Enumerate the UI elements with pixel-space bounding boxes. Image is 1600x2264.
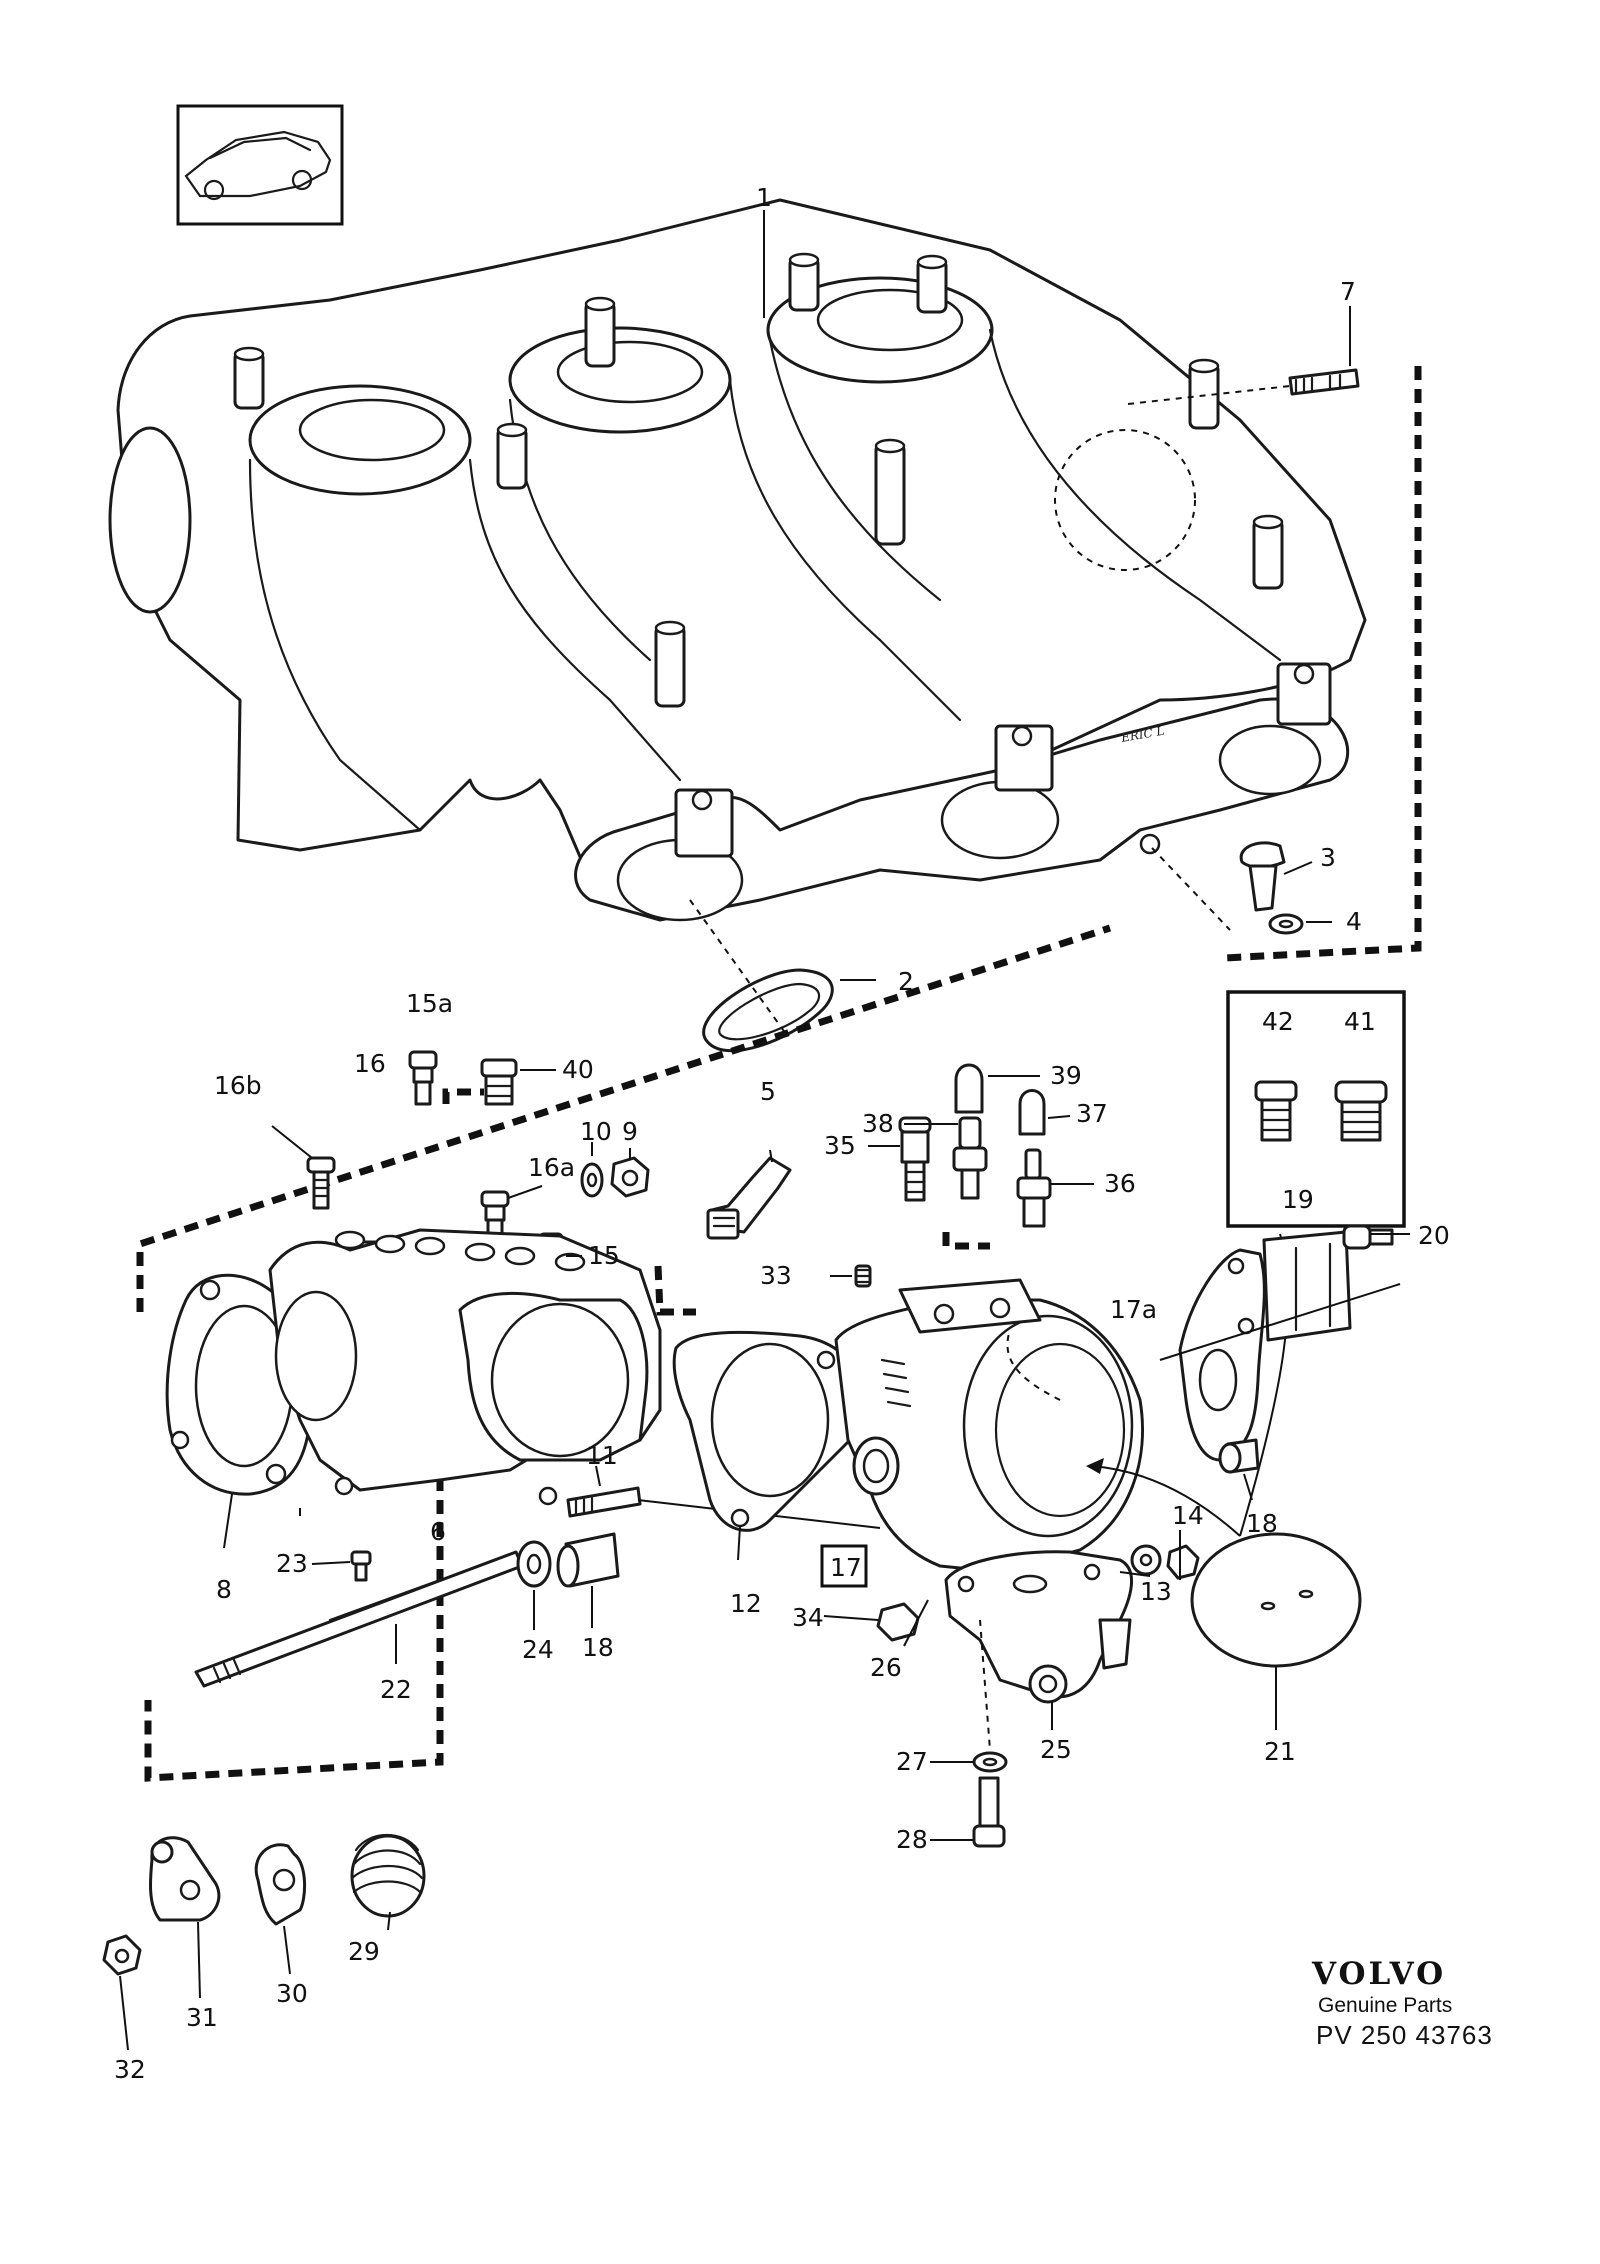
nut-14 xyxy=(1166,1544,1200,1580)
callout-5: 5 xyxy=(760,1077,776,1106)
boxed-callout-17 xyxy=(820,1544,868,1588)
callout-35: 35 xyxy=(824,1131,856,1160)
callout-33: 33 xyxy=(760,1261,792,1290)
callout-42: 42 xyxy=(1262,1007,1294,1036)
o-ring-2 xyxy=(689,899,834,1053)
bolt-28 xyxy=(972,1776,1006,1848)
bushing-18-left xyxy=(556,1532,620,1588)
callout-16b: 16b xyxy=(214,1071,262,1100)
callout-3: 3 xyxy=(1320,843,1336,872)
disc-21 xyxy=(1190,1532,1362,1668)
fitting-38 xyxy=(952,1116,988,1200)
callout-7: 7 xyxy=(1340,277,1356,306)
vehicle-thumbnail xyxy=(176,104,344,226)
boxed-group-plugs xyxy=(1226,990,1406,1228)
bushing-18-right xyxy=(1218,1438,1260,1474)
callout-19: 19 xyxy=(1282,1185,1314,1214)
cap-39 xyxy=(954,1063,984,1114)
callout-23: 23 xyxy=(276,1549,308,1578)
lever-assembly-25 xyxy=(944,1550,1134,1704)
throttle-housing-6 xyxy=(268,1228,662,1506)
washer-24 xyxy=(516,1540,552,1588)
plug-40 xyxy=(480,1058,518,1106)
washer-4 xyxy=(1268,913,1304,935)
screw-23 xyxy=(350,1550,372,1582)
callout-20: 20 xyxy=(1418,1221,1450,1250)
callout-32: 32 xyxy=(114,2055,146,2084)
plug-41 xyxy=(1334,1080,1388,1142)
callout-16: 16 xyxy=(354,1049,386,1078)
callout-17a: 17a xyxy=(1110,1295,1157,1324)
callout-2: 2 xyxy=(898,967,914,996)
callout-25: 25 xyxy=(1040,1735,1072,1764)
callout-labels: 1 2 3 4 5 6 7 8 9 10 11 12 13 14 15 15a … xyxy=(114,183,1450,2084)
callout-29: 29 xyxy=(348,1937,380,1966)
nut-9 xyxy=(610,1156,650,1198)
screw-33 xyxy=(854,1264,872,1288)
fitting-15a xyxy=(408,1050,438,1106)
cap-37 xyxy=(1018,1089,1046,1136)
callout-6: 6 xyxy=(430,1517,446,1546)
brand-logo: VOLVO xyxy=(1312,1956,1447,1992)
callout-9: 9 xyxy=(622,1117,638,1146)
callout-18-left: 18 xyxy=(582,1633,614,1662)
stud-7 xyxy=(1127,368,1360,405)
callout-26: 26 xyxy=(870,1653,902,1682)
lever-plate-31 xyxy=(149,1836,221,1922)
callout-41: 41 xyxy=(1344,1007,1376,1036)
callout-14: 14 xyxy=(1172,1501,1204,1530)
intake-manifold: ERIC L xyxy=(108,198,1367,922)
fitting-35 xyxy=(898,1116,932,1202)
car-sedan-icon xyxy=(184,130,332,201)
callout-28: 28 xyxy=(896,1825,928,1854)
callout-39: 39 xyxy=(1050,1061,1082,1090)
callout-10: 10 xyxy=(580,1117,612,1146)
plug-42 xyxy=(1254,1080,1298,1142)
gasket-12 xyxy=(672,1330,866,1532)
nut-32 xyxy=(102,1934,142,1976)
cam-plate-30 xyxy=(254,1843,307,1926)
callout-40: 40 xyxy=(562,1055,594,1084)
throttle-body-17a xyxy=(834,1278,1144,1574)
callout-21: 21 xyxy=(1264,1737,1296,1766)
fitting-16b xyxy=(306,1156,336,1210)
washer-13 xyxy=(1130,1544,1162,1576)
callout-27: 27 xyxy=(896,1747,928,1776)
manifold-flange: ERIC L xyxy=(574,662,1349,922)
callout-13: 13 xyxy=(1140,1577,1172,1606)
brand-subtitle: Genuine Parts xyxy=(1318,1994,1453,2017)
part-number: PV 250 43763 xyxy=(1316,2020,1493,2050)
callout-8: 8 xyxy=(216,1575,232,1604)
flange-19 xyxy=(1159,1230,1401,1462)
callout-30: 30 xyxy=(276,1979,308,2008)
callout-leaders xyxy=(119,210,1410,2051)
callout-12: 12 xyxy=(730,1589,762,1618)
washer-27 xyxy=(972,1751,1008,1773)
callout-34: 34 xyxy=(792,1603,824,1632)
nut-34 xyxy=(876,1602,920,1642)
screw-20 xyxy=(1342,1224,1394,1250)
spring-29 xyxy=(350,1833,426,1931)
callout-37: 37 xyxy=(1076,1099,1108,1128)
callout-36: 36 xyxy=(1104,1169,1136,1198)
fitting-36 xyxy=(1016,1148,1052,1228)
bolt-3 xyxy=(1239,841,1286,912)
callout-22: 22 xyxy=(380,1675,412,1704)
callout-16a: 16a xyxy=(528,1153,575,1182)
callout-15: 15 xyxy=(588,1241,620,1270)
callout-31: 31 xyxy=(186,2003,218,2032)
callout-18-right: 18 xyxy=(1246,1509,1278,1538)
callout-11: 11 xyxy=(586,1441,618,1470)
callout-24: 24 xyxy=(522,1635,554,1664)
callout-15a: 15a xyxy=(406,989,453,1018)
manifold-bosses xyxy=(233,252,1284,708)
washer-10 xyxy=(580,1162,604,1198)
callout-17-boxed: 17 xyxy=(830,1553,862,1582)
callout-38: 38 xyxy=(862,1109,894,1138)
callout-1: 1 xyxy=(756,183,772,212)
callout-4: 4 xyxy=(1346,907,1362,936)
elbow-fitting-5 xyxy=(706,1156,792,1240)
